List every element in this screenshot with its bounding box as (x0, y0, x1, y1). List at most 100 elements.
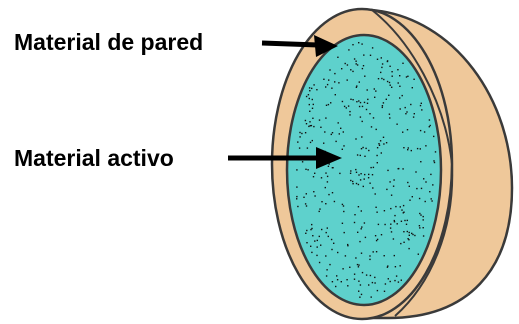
particle-dot (321, 177, 322, 178)
particle-dot (308, 126, 309, 127)
particle-dot (355, 257, 356, 258)
particle-dot (412, 87, 413, 88)
particle-dot (377, 290, 378, 291)
particle-dot (334, 73, 335, 74)
particle-dot (417, 148, 418, 149)
particle-dot (299, 136, 300, 137)
particle-dot (356, 63, 357, 64)
particle-dot (433, 160, 434, 161)
particle-dot (328, 166, 329, 167)
particle-dot (364, 102, 365, 103)
particle-dot (358, 42, 359, 43)
particle-dot (367, 99, 368, 100)
particle-dot (400, 206, 401, 207)
particle-dot (430, 174, 431, 175)
particle-dot (332, 192, 333, 193)
particle-dot (343, 205, 344, 206)
particle-dot (425, 201, 426, 202)
particle-dot (296, 196, 297, 197)
particle-dot (312, 140, 313, 141)
particle-dot (312, 235, 313, 236)
particle-dot (350, 69, 351, 70)
particle-dot (320, 245, 321, 246)
particle-dot (352, 44, 353, 45)
particle-dot (354, 214, 355, 215)
particle-dot (376, 212, 377, 213)
particle-dot (400, 265, 401, 266)
particle-dot (402, 168, 403, 169)
particle-dot (326, 269, 327, 270)
particle-dot (363, 54, 364, 55)
particle-dot (326, 275, 327, 276)
particle-dot (301, 133, 302, 134)
particle-dot (432, 184, 433, 185)
active-material-core (287, 35, 441, 305)
particle-dot (400, 243, 401, 244)
particle-dot (383, 102, 384, 103)
particle-dot (429, 119, 430, 120)
particle-dot (341, 68, 342, 69)
particle-dot (369, 259, 370, 260)
particle-dot (420, 105, 421, 106)
particle-dot (435, 151, 436, 152)
particle-dot (408, 147, 409, 148)
particle-dot (394, 215, 395, 216)
active-material-label: Material activo (14, 145, 174, 171)
particle-dot (359, 241, 360, 242)
particle-dot (358, 266, 359, 267)
particle-dot (360, 102, 361, 103)
particle-dot (381, 152, 382, 153)
particle-dot (361, 148, 362, 149)
particle-dot (374, 277, 375, 278)
particle-dot (373, 167, 374, 168)
particle-dot (348, 49, 349, 50)
particle-dot (390, 208, 391, 209)
particle-dot (352, 71, 353, 72)
particle-dot (305, 203, 306, 204)
particle-dot (362, 121, 363, 122)
particle-dot (423, 235, 424, 236)
particle-dot (407, 182, 408, 183)
particle-dot (386, 189, 387, 190)
particle-dot (321, 229, 322, 230)
particle-dot (307, 147, 308, 148)
particle-dot (377, 147, 378, 148)
particle-dot (412, 234, 413, 235)
particle-dot (396, 124, 397, 125)
particle-dot (407, 149, 408, 150)
particle-dot (409, 186, 410, 187)
particle-dot (429, 191, 430, 192)
particle-dot (399, 86, 400, 87)
particle-dot (347, 79, 348, 80)
particle-dot (364, 222, 365, 223)
particle-dot (296, 198, 297, 199)
particle-dot (346, 107, 347, 108)
particle-dot (326, 105, 327, 106)
particle-dot (310, 142, 311, 143)
particle-dot (311, 125, 312, 126)
particle-dot (306, 123, 307, 124)
particle-dot (331, 239, 332, 240)
particle-dot (386, 99, 387, 100)
particle-dot (325, 187, 326, 188)
particle-dot (423, 227, 424, 228)
particle-dot (429, 126, 430, 127)
particle-dot (407, 76, 408, 77)
particle-dot (327, 176, 328, 177)
particle-dot (340, 128, 341, 129)
particle-dot (343, 211, 344, 212)
particle-dot (343, 131, 344, 132)
particle-dot (369, 183, 370, 184)
particle-dot (324, 131, 325, 132)
particle-dot (425, 181, 426, 182)
particle-dot (347, 285, 348, 286)
particle-dot (314, 240, 315, 241)
particle-dot (350, 170, 351, 171)
particle-dot (345, 63, 346, 64)
particle-dot (323, 143, 324, 144)
particle-dot (355, 61, 356, 62)
particle-dot (311, 252, 312, 253)
particle-dot (345, 255, 346, 256)
particle-dot (319, 211, 320, 212)
particle-dot (342, 149, 343, 150)
